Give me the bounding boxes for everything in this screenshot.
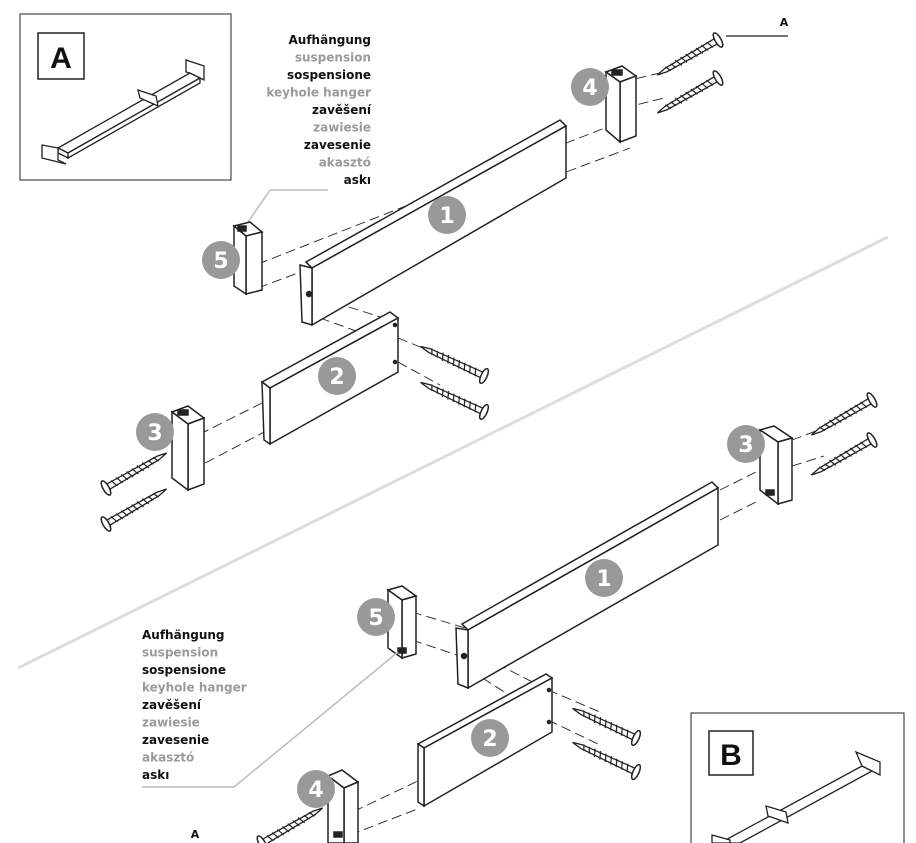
hanger-label-top-line-4: zavěšení [312,103,372,117]
hanger-label-bottom: Aufhängung suspension sospensione keyhole h… [142,628,247,782]
svg-text:1: 1 [596,567,611,592]
svg-text:2: 2 [482,727,497,752]
shelf-a-illustration [41,59,205,165]
badge-part-4-top: 4 [571,68,609,106]
hanger-label-top-line-8: askı [344,173,371,187]
part-3-bracket-left [170,405,206,492]
svg-text:4: 4 [308,778,323,803]
bottom-assembly: A 1 2 3 4 5 [191,390,880,843]
hanger-label-bottom-line-0: Aufhängung [142,628,225,642]
screw-bottom-mid-1 [568,700,643,748]
part-5-bracket [232,221,264,296]
part-4-bracket [604,65,638,144]
hanger-label-top-line-7: akasztó [319,156,371,170]
svg-text:5: 5 [213,249,228,274]
badge-part-2-top: 2 [318,357,356,395]
inset-b: B [690,712,905,843]
svg-text:2: 2 [329,365,344,390]
screw-tag-top: A [780,16,789,29]
svg-text:3: 3 [738,433,753,458]
screw-right-2 [806,430,880,483]
shelf-b-illustration [711,750,881,843]
hanger-label-top-line-6: zavesenie [304,138,371,152]
divider-line [17,235,889,670]
svg-text:4: 4 [582,76,597,101]
badge-part-3-bottom: 3 [727,425,765,463]
badge-part-5-bottom: 5 [357,598,395,636]
hanger-label-top-line-2: sospensione [287,68,371,82]
hanger-label-top-line-3: keyhole hanger [266,86,371,100]
top-assembly: A 1 2 3 4 5 [98,16,789,534]
part-3-bracket-right [758,425,794,506]
inset-a: A [19,13,232,181]
hanger-label-bottom-line-4: zavěšení [142,698,202,712]
svg-text:3: 3 [147,421,162,446]
hanger-label-bottom-line-6: zavesenie [142,733,209,747]
hanger-label-bottom-line-8: askı [142,768,169,782]
hanger-label-top: Aufhängung suspension sospensione keyhole h… [266,33,372,187]
hanger-label-bottom-line-5: zawiesie [142,716,200,730]
screw-top-2 [652,68,726,121]
hanger-label-top-line-5: zawiesie [313,121,371,135]
screw-tag-bottom: A [191,828,200,841]
badge-part-4-bottom: 4 [297,770,335,808]
inset-a-letter: A [50,42,72,75]
hanger-label-bottom-line-2: sospensione [142,663,226,677]
badge-part-3-top: 3 [136,413,174,451]
hanger-leader-bottom-diag [233,651,399,788]
svg-text:1: 1 [439,204,454,229]
hanger-label-bottom-line-3: keyhole hanger [142,681,247,695]
screw-mid-1 [416,338,491,386]
hanger-label-bottom-line-1: suspension [142,646,218,660]
hanger-label-top-line-0: Aufhängung [289,33,372,47]
svg-text:5: 5 [368,606,383,631]
badge-part-2-bottom: 2 [471,719,509,757]
screw-left-1 [98,445,172,498]
badge-part-1-bottom: 1 [585,559,623,597]
hanger-label-top-line-1: suspension [295,51,371,65]
badge-part-1-top: 1 [428,196,466,234]
badge-part-5-top: 5 [202,241,240,279]
hanger-label-bottom-line-7: akasztó [142,751,194,765]
inset-b-letter: B [720,739,742,772]
